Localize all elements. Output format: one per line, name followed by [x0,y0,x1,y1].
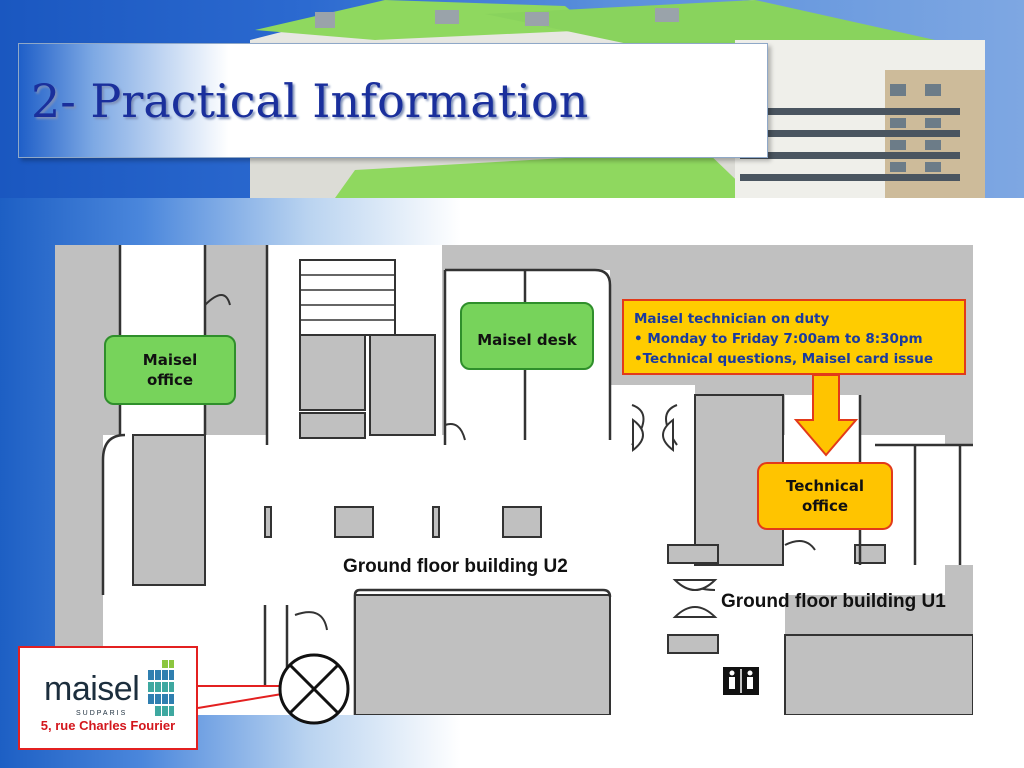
technician-note-hours: • Monday to Friday 7:00am to 8:30pm [634,331,923,347]
maisel-office-label: Maisel office [104,335,236,405]
ground-floor-u2-label: Ground floor building U2 [343,556,568,577]
entrance-marker-icon [278,653,350,725]
logo-mark-icon [148,660,174,716]
technician-note-heading: Maisel technician on duty [634,311,830,327]
maisel-office-text: Maisel office [142,351,198,389]
address-text: 5, rue Charles Fourier [40,718,176,733]
title-box: 2- Practical Information [18,43,768,158]
maisel-desk-text: Maisel desk [477,331,577,349]
technician-note-services: •Technical questions, Maisel card issue [634,351,934,367]
maisel-logo-box: maisel SUDPARIS 5, rue Charles Fourier [18,646,198,750]
technical-office-label: Technical office [757,462,893,530]
down-arrow-icon [793,374,859,457]
logo-subtitle: SUDPARIS [76,710,128,717]
ground-floor-u1-label: Ground floor building U1 [721,591,946,612]
technical-office-text: Technical office [786,477,864,515]
restroom-icon [723,667,759,695]
page-title: 2- Practical Information [31,74,589,128]
maisel-desk-label: Maisel desk [460,302,594,370]
logo-wordmark: maisel [44,670,140,708]
technician-note: Maisel technician on duty • Monday to Fr… [622,299,966,375]
